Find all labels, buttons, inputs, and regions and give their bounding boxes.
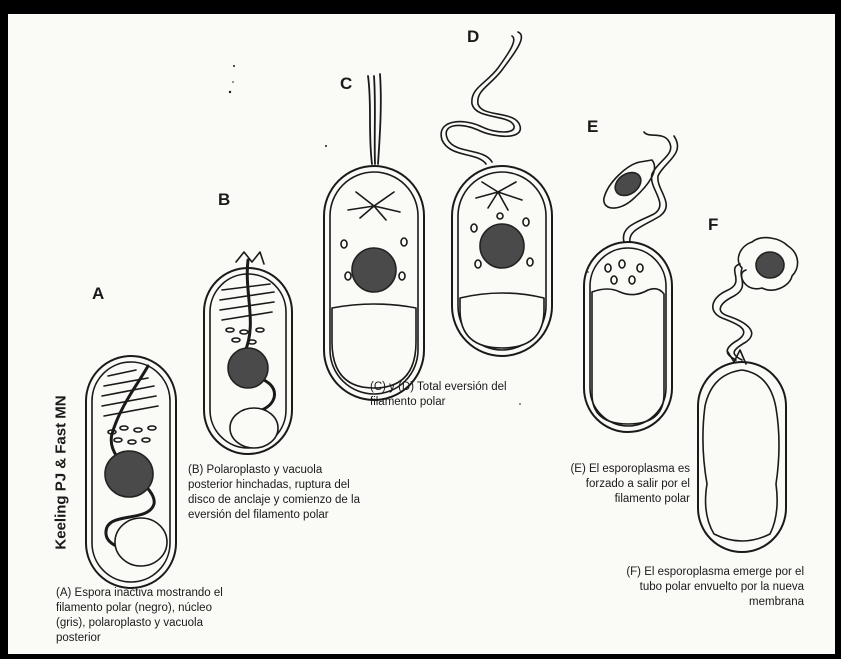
- stage-label-e: E: [587, 117, 598, 137]
- spore-a-nucleus: [105, 451, 153, 497]
- spore-diagram: [8, 14, 835, 654]
- spore-d-polar-tube: [446, 32, 521, 162]
- spore-e: [584, 132, 678, 432]
- spore-d: [441, 32, 552, 356]
- stage-label-d: D: [467, 27, 479, 47]
- stage-label-b: B: [218, 190, 230, 210]
- spore-c: [324, 74, 424, 400]
- spore-c-polaroplast: [348, 192, 400, 220]
- spore-b-vesicles: [226, 328, 264, 344]
- spore-b: [204, 252, 292, 454]
- spore-d-posterior-vacuole: [460, 293, 544, 348]
- spore-f: [698, 238, 798, 552]
- stage-label-f: F: [708, 215, 718, 235]
- spore-b-posterior-vacuole: [230, 408, 278, 448]
- caption-e: (E) El esporoplasma es forzado a salir p…: [520, 462, 690, 507]
- caption-a: (A) Espora inactiva mostrando el filamen…: [56, 586, 316, 646]
- spore-c-posterior-vacuole: [332, 304, 416, 388]
- spore-e-outer-wall: [584, 242, 672, 432]
- caption-b: (B) Polaroplasto y vacuola posterior hin…: [188, 463, 428, 523]
- spore-a: [86, 356, 176, 588]
- spore-f-new-membrane: [703, 370, 779, 541]
- spore-c-nucleus: [352, 248, 396, 292]
- spore-a-posterior-vacuole: [115, 518, 167, 566]
- figure-page: A B C D E F (A) Espora inactiva mostrand…: [8, 14, 835, 654]
- spore-f-sporoplasm-nucleus: [756, 252, 784, 278]
- author-credit: Keeling PJ & Fast MN: [53, 358, 70, 588]
- caption-cd: (C) y (D) Total eversión del filamento p…: [370, 380, 570, 410]
- spore-e-posterior-vacuole: [592, 289, 664, 424]
- spore-c-everting-filament: [368, 74, 381, 164]
- spore-e-sporoplasm-nucleus: [611, 168, 645, 200]
- spore-e-inner-wall: [590, 248, 666, 426]
- spore-d-polaroplast: [476, 182, 522, 210]
- caption-f: (F) El esporoplasma emerge por el tubo p…: [564, 565, 804, 610]
- spore-b-anchoring-disc: [236, 252, 264, 264]
- stage-label-c: C: [340, 74, 352, 94]
- spore-e-vesicles: [605, 260, 643, 284]
- stage-label-a: A: [92, 284, 104, 304]
- spore-d-nucleus: [480, 224, 524, 268]
- spore-b-nucleus: [228, 348, 268, 388]
